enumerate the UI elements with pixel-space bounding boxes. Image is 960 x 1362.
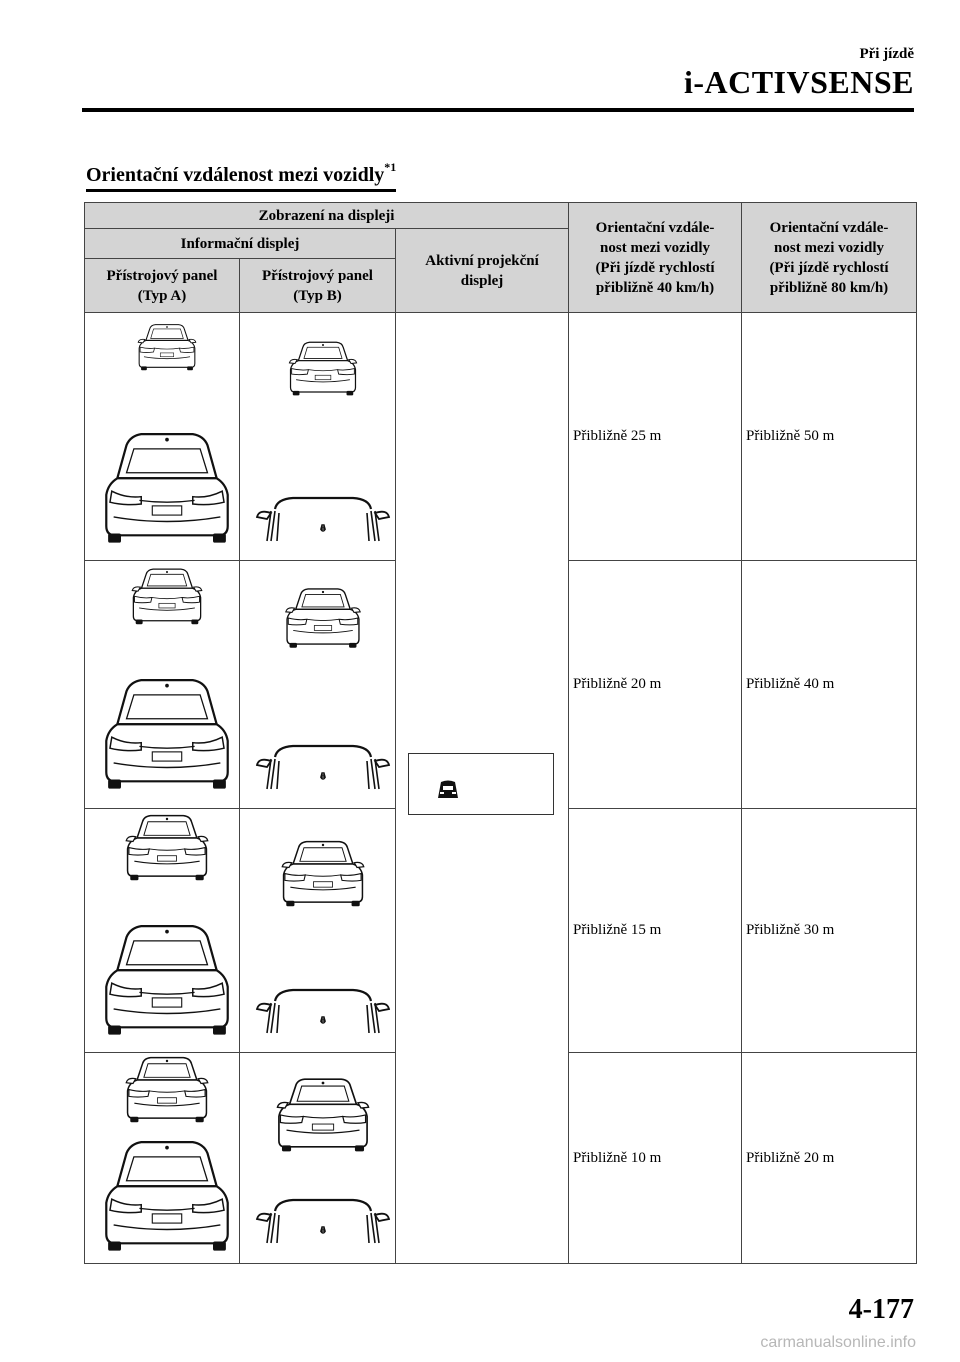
panel-a-image xyxy=(84,808,240,1053)
own-car-icon xyxy=(105,679,229,790)
car-rear-view-icon xyxy=(137,324,197,371)
distance-80-cell: Přibližně 40 m xyxy=(741,560,918,809)
distance-40-cell: Přibližně 25 m xyxy=(568,312,743,561)
hud-display xyxy=(408,753,554,815)
hud-cell xyxy=(394,312,570,1264)
car-rear-view-icon xyxy=(131,568,203,625)
own-car-icon xyxy=(105,433,229,544)
distance-80-cell: Přibližně 20 m xyxy=(741,1052,918,1264)
vehicle-ahead-icon xyxy=(438,780,458,798)
panel-b-image xyxy=(239,312,396,561)
distance-40-cell: Přibližně 10 m xyxy=(568,1052,743,1264)
chapter-title: i-ACTIVSENSE xyxy=(683,64,914,100)
watermark: carmanualsonline.info xyxy=(760,1334,916,1351)
table-row: Přibližně 25 m Přibližně 50 m xyxy=(84,312,918,1264)
distance-80-cell: Přibližně 30 m xyxy=(741,808,918,1053)
table-row: Přibližně 10 m Přibližně 20 m xyxy=(84,1052,918,1264)
distance-80-cell: Přibližně 50 m xyxy=(741,312,918,561)
car-rear-view-icon xyxy=(288,341,358,397)
header-panel-a: Přístrojový panel (Typ A) xyxy=(84,258,240,313)
section-label: Při jízdě xyxy=(859,46,914,62)
own-car-icon xyxy=(105,925,229,1036)
footnote-mark: *1 xyxy=(384,160,397,174)
own-car-icon xyxy=(255,744,391,791)
own-car-icon xyxy=(255,496,391,543)
header-info-display: Informační displej xyxy=(84,228,396,259)
header-display: Zobrazení na displeji xyxy=(83,202,570,229)
panel-a-image xyxy=(84,312,240,561)
page-number: 4-177 xyxy=(848,1294,914,1325)
panel-b-image xyxy=(239,1052,396,1264)
own-car-icon xyxy=(255,988,391,1035)
own-car-icon xyxy=(255,1198,391,1245)
car-rear-view-icon xyxy=(281,840,365,907)
header-hud: Aktivní projekční displej xyxy=(394,228,570,313)
heading-text: Orientační vzdálenost mezi vozidly xyxy=(86,164,385,186)
header-panel-b: Přístrojový panel (Typ B) xyxy=(239,258,396,313)
car-rear-view-icon xyxy=(125,1056,209,1123)
panel-b-image xyxy=(239,808,396,1053)
car-rear-view-icon xyxy=(276,1078,370,1153)
panel-a-image xyxy=(84,1052,240,1264)
car-rear-view-icon xyxy=(125,814,209,881)
header-rule xyxy=(82,108,914,112)
panel-b-image xyxy=(239,560,396,809)
distance-40-cell: Přibližně 20 m xyxy=(568,560,743,809)
distance-40-cell: Přibližně 15 m xyxy=(568,808,743,1053)
table-row: Přibližně 20 m Přibližně 40 m xyxy=(84,560,918,809)
panel-a-image xyxy=(84,560,240,809)
car-rear-view-icon xyxy=(285,588,361,649)
header-distance-40: Orientační vzdále- nost mezi vozidly (Př… xyxy=(568,202,743,313)
table-row: Přibližně 15 m Přibližně 30 m xyxy=(84,808,918,1053)
header-distance-80: Orientační vzdále- nost mezi vozidly (Př… xyxy=(741,202,918,313)
section-heading: Orientační vzdálenost mezi vozidly*1 xyxy=(86,160,397,192)
distance-table: Zobrazení na displeji Orientační vzdále-… xyxy=(83,202,918,1264)
own-car-icon xyxy=(105,1141,229,1252)
